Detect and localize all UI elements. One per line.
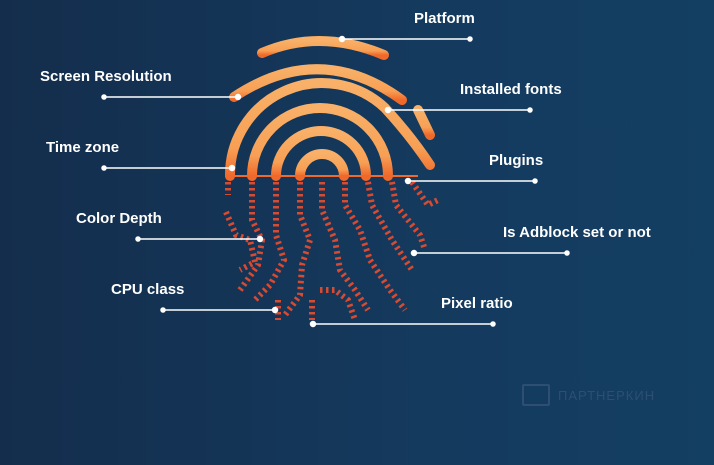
arc-2b <box>413 105 435 140</box>
label-time-zone: Time zone <box>46 139 120 156</box>
label-cpu-class: CPU class <box>111 281 185 298</box>
watermark: ПАРТНЕРКИН <box>522 384 655 406</box>
arc-5 <box>271 126 371 181</box>
arc-2 <box>229 64 407 105</box>
arc-4 <box>247 103 393 181</box>
label-platform: Platform <box>414 10 475 27</box>
label-screen-resolution: Screen Resolution <box>40 68 172 85</box>
watermark-text: ПАРТНЕРКИН <box>558 387 656 403</box>
fingerprint-dots <box>223 180 440 321</box>
watermark-logo-icon <box>522 384 550 406</box>
label-color-depth: Color Depth <box>76 210 162 227</box>
fingerprint-arcs <box>224 36 435 181</box>
arc-6 <box>295 149 349 181</box>
connector-lines <box>101 35 570 328</box>
label-adblock: Is Adblock set or not <box>503 224 651 241</box>
label-plugins: Plugins <box>489 152 544 169</box>
label-installed-fonts: Installed fonts <box>460 81 562 98</box>
arc-top <box>257 36 389 60</box>
label-pixel-ratio: Pixel ratio <box>441 295 513 312</box>
arc-3 <box>224 78 435 181</box>
